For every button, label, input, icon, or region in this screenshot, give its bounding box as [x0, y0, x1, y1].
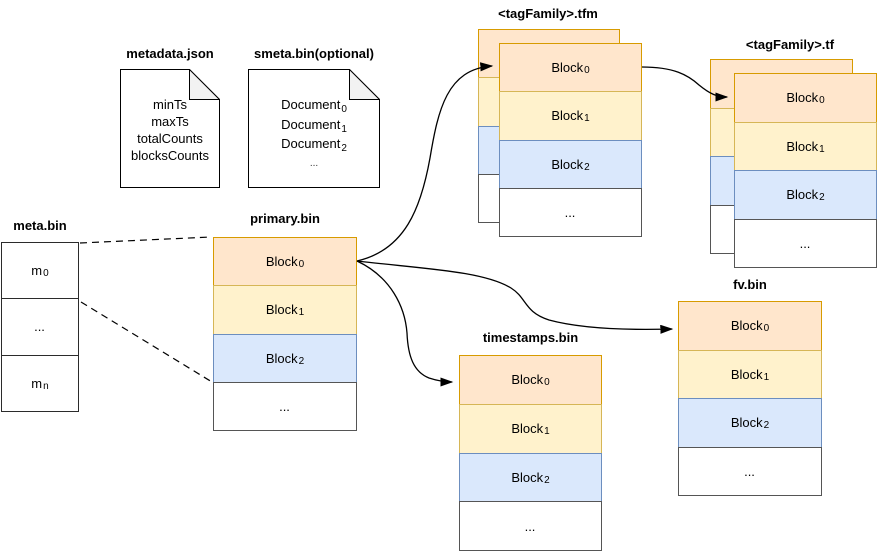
- block-cell: ...: [499, 187, 642, 237]
- metadata-json-title: metadata.json: [126, 46, 214, 61]
- doc-line: Document0: [281, 97, 347, 115]
- table-cell: ...: [1, 298, 79, 356]
- document-text: minTs maxTs totalCounts blocksCounts: [120, 96, 220, 164]
- doc-line: maxTs: [151, 114, 189, 129]
- timestamps-bin-title: timestamps.bin: [482, 330, 579, 345]
- doc-line: ...: [309, 157, 319, 169]
- dashed-link-meta-to-primary-top: [79, 236, 212, 244]
- doc-line: totalCounts: [137, 131, 203, 146]
- primary-bin-title: primary.bin: [250, 211, 320, 226]
- metadata-json-document: minTs maxTs totalCounts blocksCounts: [120, 69, 220, 188]
- block-cell: ...: [734, 218, 877, 268]
- doc-line: Document2: [281, 136, 347, 154]
- tagfamily-tf-title: <tagFamily>.tf: [745, 37, 835, 52]
- folded-corner-icon: [189, 69, 220, 100]
- block-cell: ...: [678, 446, 822, 496]
- document-text: Document0 Document1 Document2 ...: [248, 96, 380, 172]
- arrow-primary-to-timestamps: [356, 260, 454, 387]
- arrow-primary-to-fv: [356, 260, 674, 334]
- tagfamily-tfm-title: <tagFamily>.tfm: [498, 6, 598, 21]
- smeta-bin-title: smeta.bin(optional): [254, 46, 374, 61]
- meta-bin-title: meta.bin: [13, 218, 67, 233]
- dashed-link-meta-to-primary-bottom: [80, 301, 213, 383]
- doc-line: minTs: [153, 97, 187, 112]
- doc-line: blocksCounts: [130, 148, 210, 163]
- smeta-bin-document: Document0 Document1 Document2 ...: [248, 69, 380, 188]
- block-cell: ...: [213, 381, 357, 431]
- fv-bin-title: fv.bin: [733, 277, 767, 292]
- doc-line: Document1: [281, 116, 347, 135]
- document-outline: [120, 69, 220, 188]
- folded-corner-icon: [349, 69, 380, 100]
- block-cell: ...: [459, 501, 602, 551]
